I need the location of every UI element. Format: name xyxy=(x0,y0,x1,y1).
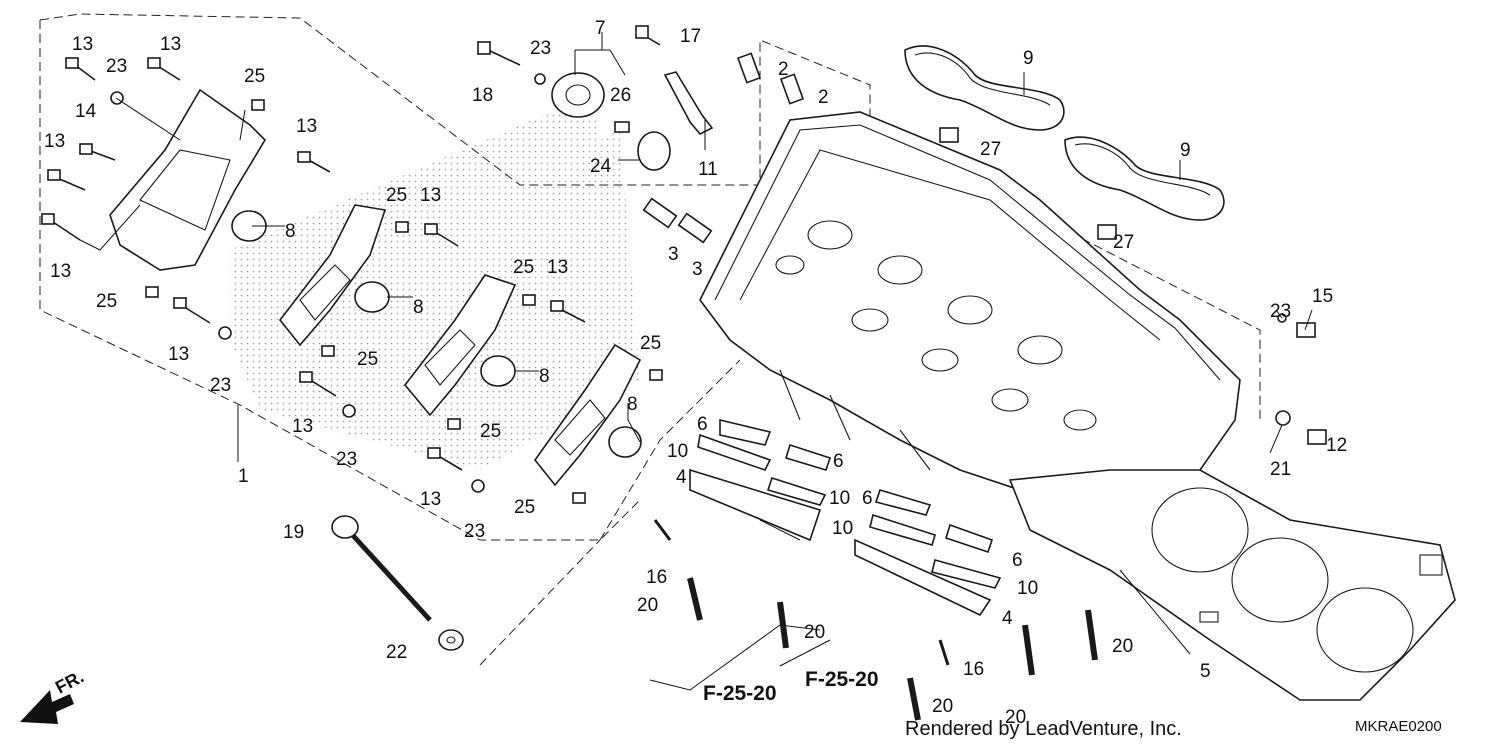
callout-c13g: 13 xyxy=(547,257,568,278)
callout-c8b: 8 xyxy=(413,297,424,318)
callout-c13i: 13 xyxy=(292,416,313,437)
callout-c8a: 8 xyxy=(285,221,296,242)
bolts xyxy=(41,25,661,471)
callout-c14: 14 xyxy=(75,101,97,122)
callout-c5: 5 xyxy=(1200,661,1211,682)
callout-c6d: 6 xyxy=(1012,550,1023,571)
callout-c23a: 23 xyxy=(106,56,127,77)
callout-c13f: 13 xyxy=(420,185,441,206)
callout-c10c: 10 xyxy=(832,518,853,539)
callout-c8d: 8 xyxy=(627,394,638,415)
callout-c16b: 16 xyxy=(963,659,984,680)
intake-insulators xyxy=(904,45,1225,221)
callout-c2b: 2 xyxy=(818,87,829,108)
callout-c16a: 16 xyxy=(646,567,667,588)
callout-c23d: 23 xyxy=(336,449,357,470)
front-direction-arrow-icon xyxy=(20,690,74,724)
callout-c1: 1 xyxy=(238,466,249,487)
washers-and-dowels xyxy=(110,73,1291,504)
callout-c9a: 9 xyxy=(1023,48,1034,69)
callout-c13e: 13 xyxy=(296,116,317,137)
callout-c13j: 13 xyxy=(420,489,441,510)
callout-c13b: 13 xyxy=(160,34,181,55)
callout-c12: 12 xyxy=(1326,435,1347,456)
cylinder-head-gasket xyxy=(1008,469,1456,701)
callout-c25a: 25 xyxy=(244,66,265,87)
callout-c13a: 13 xyxy=(72,34,93,55)
camshaft-holders xyxy=(109,88,642,487)
leader-lines xyxy=(79,72,1327,691)
callout-c4b: 4 xyxy=(1002,608,1013,629)
reference-labels: F-25-20F-25-20 xyxy=(703,668,879,705)
callout-c10d: 10 xyxy=(1017,578,1038,599)
callout-c17: 17 xyxy=(680,26,701,47)
callout-c23e: 23 xyxy=(464,521,485,542)
callout-c10a: 10 xyxy=(667,441,688,462)
callout-c22: 22 xyxy=(386,642,407,663)
drawing-code: MKRAE0200 xyxy=(1355,718,1442,735)
callout-c25f: 25 xyxy=(480,421,501,442)
callout-c26: 26 xyxy=(610,85,631,106)
callout-c13h: 13 xyxy=(168,344,189,365)
callout-c20b: 20 xyxy=(804,622,825,643)
callout-c27b: 27 xyxy=(1113,232,1134,253)
callout-c25h: 25 xyxy=(514,497,535,518)
reference-r1: F-25-20 xyxy=(703,682,777,705)
callout-c9b: 9 xyxy=(1180,140,1191,161)
callout-c20a: 20 xyxy=(637,595,658,616)
callout-c23f: 23 xyxy=(1270,301,1291,322)
sensor-and-plug xyxy=(551,32,714,135)
callout-c25d: 25 xyxy=(357,349,378,370)
callout-c19: 19 xyxy=(283,522,304,543)
callout-c7: 7 xyxy=(595,18,606,39)
oil-gallery-shading xyxy=(230,95,640,470)
callout-c6a: 6 xyxy=(697,414,708,435)
o-rings xyxy=(231,131,671,458)
callout-c13d: 13 xyxy=(50,261,71,282)
callout-c6c: 6 xyxy=(862,488,873,509)
callout-c25g: 25 xyxy=(640,333,661,354)
callout-c15: 15 xyxy=(1312,286,1333,307)
render-credit: Rendered by LeadVenture, Inc. xyxy=(905,718,1182,740)
callout-c27a: 27 xyxy=(980,139,1001,160)
callout-c4a: 4 xyxy=(676,467,687,488)
callout-c20e: 20 xyxy=(1112,636,1133,657)
callout-c21: 21 xyxy=(1270,459,1291,480)
callout-c2a: 2 xyxy=(778,59,789,80)
callout-c20d: 20 xyxy=(1005,707,1026,728)
callout-c6b: 6 xyxy=(833,451,844,472)
callout-c23b: 23 xyxy=(530,38,551,59)
callout-c24: 24 xyxy=(590,156,612,177)
callout-c11: 11 xyxy=(698,159,718,180)
callout-c25c: 25 xyxy=(386,185,407,206)
studs xyxy=(687,577,1098,721)
reference-r2: F-25-20 xyxy=(805,668,879,691)
callout-c25b: 25 xyxy=(96,291,117,312)
callout-c23c: 23 xyxy=(210,375,231,396)
callout-c3a: 3 xyxy=(668,244,679,265)
callout-c10b: 10 xyxy=(829,488,850,509)
callout-c3b: 3 xyxy=(692,259,703,280)
callout-c20c: 20 xyxy=(932,696,953,717)
callout-c8c: 8 xyxy=(539,366,550,387)
small-fittings xyxy=(939,127,1327,445)
callout-c25e: 25 xyxy=(513,257,534,278)
guides-and-rocker-parts xyxy=(642,52,1002,666)
long-bolt-and-washer xyxy=(331,515,464,651)
callout-c18: 18 xyxy=(472,85,493,106)
callout-c13c: 13 xyxy=(44,131,65,152)
